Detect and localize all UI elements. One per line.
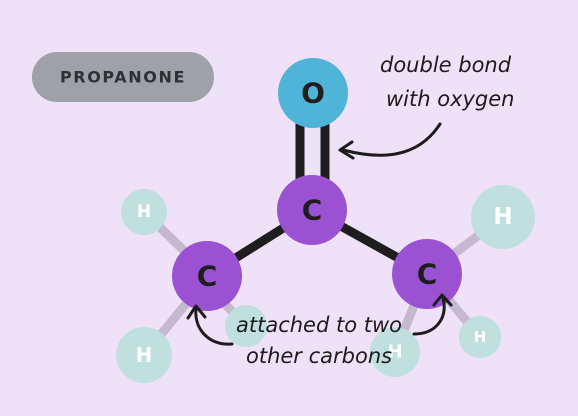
title-badge-label: PROPANONE: [60, 68, 186, 87]
oxygen-label: O: [301, 77, 325, 110]
oxygen-circle: [278, 58, 348, 128]
hydrogen-atom: H: [370, 327, 420, 377]
hydrogen-circle: [121, 189, 167, 235]
hydrogen-atom: H: [116, 327, 172, 383]
left-arrow-icon: [194, 307, 234, 346]
right-arrowhead-icon: [432, 293, 453, 307]
carbon-circle: [277, 175, 347, 245]
carbon-label: C: [302, 194, 323, 227]
annotation-line: attached to two: [236, 313, 402, 337]
hydrogen-circle: [471, 185, 535, 249]
hydrogen-circle: [459, 316, 501, 358]
hydrogen-atom: [225, 305, 267, 347]
oxygen-atom: O: [278, 58, 348, 128]
right-carbon-atom: C: [392, 239, 462, 309]
annotation-line: double bond: [380, 53, 512, 77]
left-carbon-atom: C: [172, 241, 242, 311]
arrowhead-icon: [338, 140, 355, 160]
annotation-line: with oxygen: [386, 87, 515, 111]
hydrogen-atom: H: [471, 185, 535, 249]
hydrogen-label: H: [137, 202, 151, 222]
carbon-label: C: [417, 258, 438, 291]
double-bond-annotation: double bond with oxygen: [338, 53, 515, 160]
attached-annotation: attached to two other carbons: [186, 293, 453, 368]
title-badge: PROPANONE: [32, 52, 214, 102]
carbon-label: C: [197, 260, 218, 293]
hydrogen-circle: [116, 327, 172, 383]
annotation-line: other carbons: [246, 344, 392, 368]
hydrogen-circle: [370, 327, 420, 377]
carbonyl-carbon-atom: C: [277, 175, 347, 245]
left-arrowhead-icon: [186, 304, 207, 320]
title-badge-background: [32, 52, 214, 102]
hydrogen-atoms: H H H H H: [116, 185, 535, 383]
hydrogen-atom: H: [459, 316, 501, 358]
right-arrow-icon: [412, 296, 446, 336]
hydrogen-atom: H: [121, 189, 167, 235]
hydrogen-circle: [225, 305, 267, 347]
arrow-icon: [341, 122, 442, 157]
hydrogen-label: H: [136, 343, 153, 367]
carbon-circle: [392, 239, 462, 309]
hydrogen-label: H: [474, 328, 487, 346]
hydrogen-label: H: [387, 342, 402, 363]
hydrogen-label: H: [493, 204, 512, 230]
carbon-circle: [172, 241, 242, 311]
